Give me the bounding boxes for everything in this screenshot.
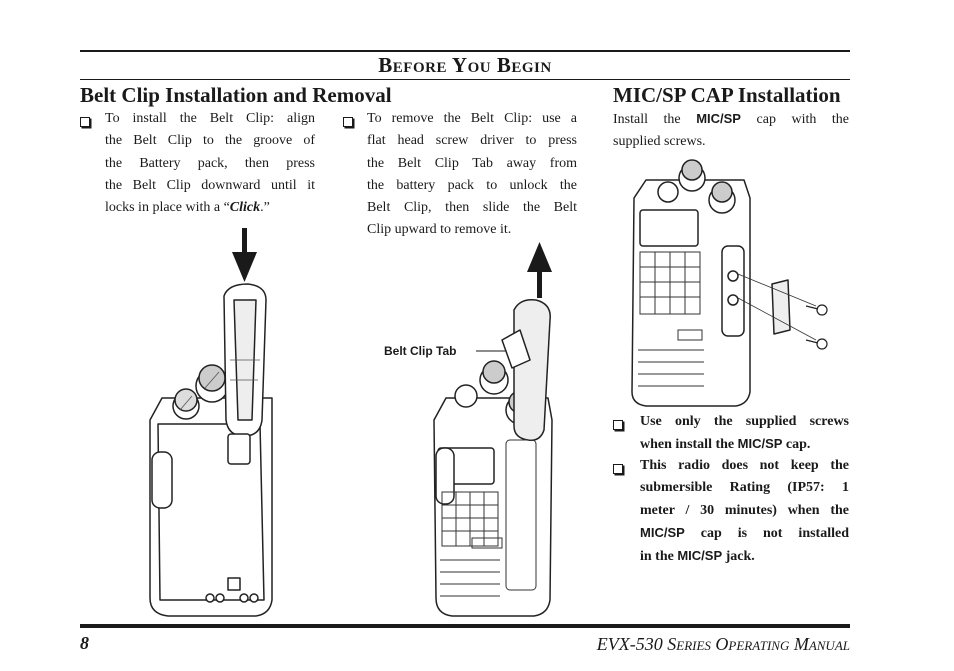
header-bottom-rule xyxy=(80,79,850,80)
checkbox-bullet-icon xyxy=(80,115,90,131)
checkbox-bullet-icon xyxy=(613,462,623,478)
mic-sp-term: MIC/SP xyxy=(640,524,685,540)
remove-line: Clip upward to remove it. xyxy=(367,222,512,238)
install-line: locks in place with a “Click.” xyxy=(105,197,315,219)
install-line: the Battery pack, then press xyxy=(105,155,315,171)
remove-instructions: To remove the Belt Clip: use a flat head… xyxy=(367,108,577,242)
install-text: locks in place with a “ xyxy=(105,200,230,216)
remove-line: the battery pack to unlock the xyxy=(367,177,577,193)
note-line: MIC/SP cap is not installed xyxy=(640,522,849,545)
mic-sp-cap-heading: MIC/SP CAP Installation xyxy=(613,83,841,107)
note-line: when install the MIC/SP cap. xyxy=(640,433,849,456)
manual-title: EVX-530 Series Operating Manual xyxy=(596,634,850,654)
up-arrow-icon xyxy=(527,242,552,298)
intro-text: cap with the xyxy=(756,112,850,127)
note-line: submersible Rating (IP57: 1 xyxy=(640,480,849,496)
intro-line: Install the MIC/SP cap with the xyxy=(613,108,849,131)
note-text: jack. xyxy=(725,549,755,565)
checkbox-bullet-icon xyxy=(343,115,353,131)
install-instructions: To install the Belt Clip: align the Belt… xyxy=(105,108,315,219)
header-top-rule xyxy=(80,50,850,52)
mic-sp-term: MIC/SP xyxy=(737,436,783,452)
note-waterproof: This radio does not keep the submersible… xyxy=(640,455,849,568)
note-line: Use only the supplied screws xyxy=(640,414,849,429)
page-number: 8 xyxy=(80,633,89,653)
note-text: cap is not installed xyxy=(700,525,849,541)
note-line: This radio does not keep the xyxy=(640,458,849,473)
section-title: Before You Begin xyxy=(378,53,552,77)
remove-line: flat head screw driver to press xyxy=(367,133,577,149)
remove-line: the Belt Clip Tab away from xyxy=(367,155,577,171)
install-text: .” xyxy=(260,200,270,216)
intro-text: Install the xyxy=(613,112,681,127)
intro-line: supplied screws. xyxy=(613,134,706,150)
note-text: when install the xyxy=(640,437,735,453)
mic-sp-term: MIC/SP xyxy=(696,111,741,126)
install-line: the Belt Clip downward until it xyxy=(105,177,315,193)
install-line: the Belt Clip to the groove of xyxy=(105,133,315,149)
note-text: in the xyxy=(640,549,674,565)
remove-line: To remove the Belt Clip: use a xyxy=(367,111,577,126)
remove-line: Belt Clip, then slide the Belt xyxy=(367,200,577,216)
belt-clip-heading: Belt Clip Installation and Removal xyxy=(80,83,392,107)
checkbox-bullet-icon xyxy=(613,418,623,434)
install-line: To install the Belt Clip: align xyxy=(105,111,315,126)
screw-icon xyxy=(805,304,828,350)
down-arrow-icon xyxy=(232,228,257,282)
note-line: meter / 30 minutes) when the xyxy=(640,502,849,518)
note-line: in the MIC/SP jack. xyxy=(640,545,849,568)
note-text: cap. xyxy=(785,437,811,453)
note-screws: Use only the supplied screws when instal… xyxy=(640,411,849,457)
belt-clip-tab-callout: Belt Clip Tab xyxy=(384,344,457,358)
footer-rule xyxy=(80,624,850,628)
mic-sp-term: MIC/SP xyxy=(677,548,723,564)
click-emphasis: Click xyxy=(229,200,261,216)
mic-sp-intro: Install the MIC/SP cap with the supplied… xyxy=(613,108,849,154)
